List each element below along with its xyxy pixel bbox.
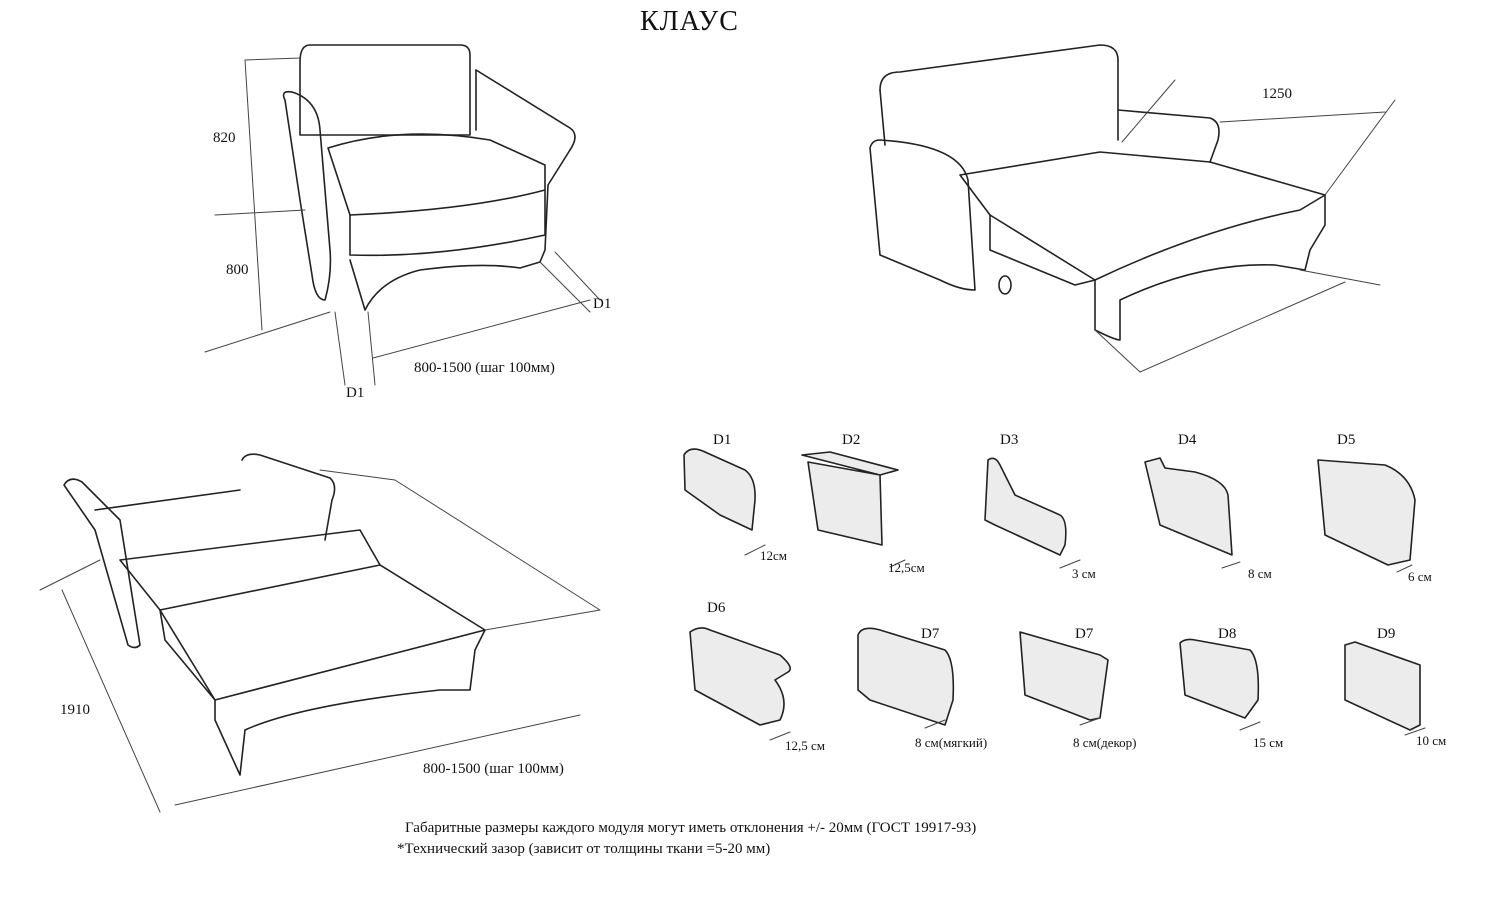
part-size: 15 см xyxy=(1253,735,1284,750)
part-size: 12см xyxy=(760,548,787,563)
part-name: D4 xyxy=(1178,432,1197,448)
page-title: КЛАУС xyxy=(640,6,739,37)
unfolded-length-right: 1250 xyxy=(1262,86,1292,102)
part-name: D8 xyxy=(1218,626,1237,642)
sofa-unfolded-left-drawing xyxy=(39,453,601,813)
armchair-back-height: 820 xyxy=(213,130,236,146)
part-name: D1 xyxy=(713,432,732,448)
armchair-depth-right: D1 xyxy=(593,296,612,312)
part-name: D6 xyxy=(707,600,726,616)
note-gap: *Технический зазор (зависит от толщины т… xyxy=(397,841,771,857)
part-name: D9 xyxy=(1377,626,1396,642)
part-name: D7 xyxy=(1075,626,1094,642)
part-size: 8 см(декор) xyxy=(1073,735,1137,750)
part-name: D2 xyxy=(842,432,861,448)
part-size: 8 см xyxy=(1248,566,1272,581)
parts-drawings xyxy=(683,448,1426,741)
part-name: D3 xyxy=(1000,432,1019,448)
part-size: 12,5 см xyxy=(785,738,825,753)
part-size: 12,5см xyxy=(888,560,925,575)
armchair-depth-left: D1 xyxy=(346,385,365,401)
part-name: D7 xyxy=(921,626,940,642)
armchair-width: 800-1500 (шаг 100мм) xyxy=(414,360,555,376)
armchair-drawing xyxy=(204,44,601,386)
part-size: 10 см xyxy=(1416,733,1447,748)
part-size: 6 см xyxy=(1408,569,1432,584)
part-size: 3 см xyxy=(1072,566,1096,581)
unfolded-width-left: 800-1500 (шаг 100мм) xyxy=(423,761,564,777)
part-name: D5 xyxy=(1337,432,1356,448)
sofa-unfolded-right-drawing xyxy=(869,44,1396,373)
unfolded-length-left: 1910 xyxy=(60,702,90,718)
note-tolerance: Габаритные размеры каждого модуля могут … xyxy=(405,820,977,836)
part-size: 8 см(мягкий) xyxy=(915,735,988,750)
armchair-seat-height: 800 xyxy=(226,262,249,278)
